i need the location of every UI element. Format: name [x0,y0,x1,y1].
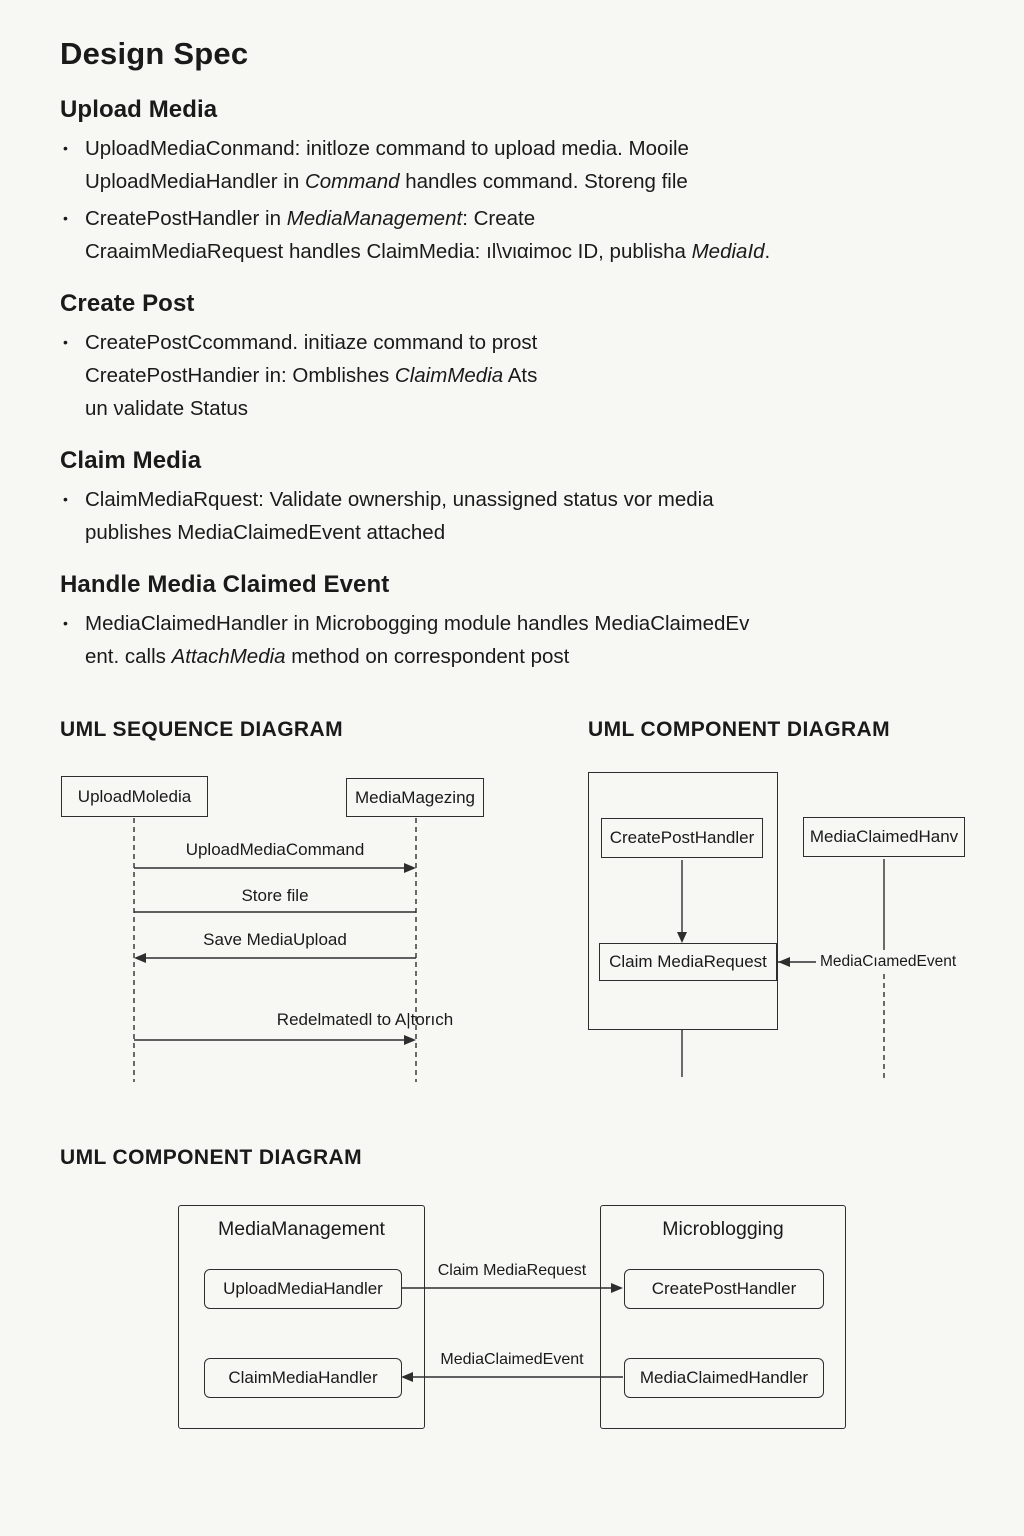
spec-line: publishes MediaClaimedEvent attached [85,516,990,549]
text-segment: method on correspondent post [285,645,570,668]
text-segment: CraaimMediaRequest handles ClaimMedia: ı… [85,240,692,263]
spec-line: CreatePostCcommand. initiaze command to … [85,326,990,359]
actor-box-uploadmedia: UploadMoledia [61,776,208,817]
text-segment: CreatePostCcommand. initiaze command to … [85,331,538,354]
component-outer-box [588,772,778,1030]
component-diagram-bottom-heading: UML COMPONENT DIAGRAM [60,1146,362,1169]
component-diagram-top-heading: UML COMPONENT DIAGRAM [588,718,890,741]
text-segment: Ats [503,364,538,387]
text-segment: ent. calls [85,645,172,668]
text-segment: publishes MediaClaimedEvent attached [85,521,446,544]
section-heading-handle-media-claimed-event: Handle Media Claimed Event [60,571,390,598]
bullet-text: MediaClaimedHandler in Microbogging modu… [85,607,990,673]
actor-label: UploadMoledia [77,786,192,806]
text-segment: CreatePostHandier in: Omblishes [85,364,395,387]
uml-sequence-diagram: UML SEQUENCE DIAGRAM UploadMoledia Media… [60,712,530,1152]
event-label-mediaclaimedevent: MediaCıamedEvent [820,953,957,970]
bullet-item: • UploadMediaConmand: initloze command t… [60,132,990,198]
sequence-diagram-heading: UML SEQUENCE DIAGRAM [60,718,343,741]
bullet-dot: • [63,334,68,350]
bullet-text: UploadMediaConmand: initloze command to … [85,132,990,198]
component-label: MediaClaimedHandler [639,1368,809,1387]
component-uploadmediahandler-box: UploadMediaHandler [204,1269,402,1309]
component-label: ClaimMediaHandler [228,1368,378,1387]
component-label: CreatePostHandler [609,828,755,847]
section-heading-claim-media: Claim Media [60,447,202,474]
component-top-lines-layer [677,859,885,1082]
message-label-store-file: Store file [241,886,309,905]
spec-line: ent. calls AttachMedia method on corresp… [85,640,990,673]
sequence-lines-layer [133,818,417,1082]
bullet-dot: • [63,615,68,631]
text-segment: MediaClaimedHandler in Microbogging modu… [85,612,750,635]
spec-line: CreatePostHandler in MediaManagement: Cr… [85,202,990,235]
text-segment: UploadMediaConmand: initloze command to … [85,137,689,160]
bullet-dot: • [63,491,68,507]
module-title: Microblogging [662,1218,784,1240]
bullet-item: • CreatePostCcommand. initiaze command t… [60,326,990,425]
text-segment: ClaimMediaRquest: Validate ownership, un… [85,488,714,511]
component-label: UploadMediaHandler [223,1279,383,1298]
component-claimmediarequest-box: Claim MediaRequest [599,943,777,981]
spec-line: CraaimMediaRequest handles ClaimMedia: ı… [85,235,990,268]
spec-line: CreatePostHandier in: Omblishes ClaimMed… [85,359,990,392]
section-heading-create-post: Create Post [60,290,195,317]
bullet-dot: • [63,140,68,156]
design-spec-document: Design Spec Upload Media • UploadMediaCo… [60,36,990,677]
component-label: Claim MediaRequest [609,952,767,971]
uml-component-diagram-bottom: UML COMPONENT DIAGRAM MediaManagement Up… [60,1130,1004,1490]
text-segment: CreatePostHandler in [85,207,287,230]
component-bottom-lines-layer [401,1283,623,1382]
bullet-dot: • [63,210,68,226]
spec-line: MediaClaimedHandler in Microbogging modu… [85,607,990,640]
uml-component-diagram-top: UML COMPONENT DIAGRAM CreatePostHandler … [588,712,1000,1152]
component-label: CreatePostHandler [651,1279,797,1298]
text-segment-italic: AttachMedia [171,645,286,668]
spec-line: UploadMediaConmand: initloze command to … [85,132,990,165]
text-segment: : Create [462,207,536,230]
bullet-text: ClaimMediaRquest: Validate ownership, un… [85,483,990,549]
actor-box-mediamanagement: MediaMagezing [346,778,484,817]
text-segment-italic: MediaManagement [286,207,463,230]
module-title: MediaManagement [218,1218,385,1240]
bullet-text: CreatePostCcommand. initiaze command to … [85,326,990,425]
actor-label: MediaMagezing [354,787,475,807]
bullet-item: • ClaimMediaRquest: Validate ownership, … [60,483,990,549]
page-title: Design Spec [60,36,249,71]
spec-line: UploadMediaHandler in Command handles co… [85,165,990,198]
message-label-redelmated: Redelmatedl to A|torıch [276,1010,454,1029]
component-label: MediaClaimedHanv [809,827,959,846]
bullet-item: • MediaClaimedHandler in Microbogging mo… [60,607,990,673]
component-mediaclaimedhandler-box: MediaClaimedHanv [803,817,965,857]
module-mediamanagement: MediaManagement UploadMediaHandler Claim… [178,1205,425,1429]
component-claimmediahandler-box: ClaimMediaHandler [204,1358,402,1398]
text-segment-italic: MediaId [691,240,765,263]
module-microblogging: Microblogging CreatePostHandler MediaCla… [600,1205,846,1429]
message-label-uploadmediacommand: UploadMediaCommand [185,840,365,859]
component-mediaclaimedhandler-box-bottom: MediaClaimedHandler [624,1358,824,1398]
arrow-label-claimmediarequest: Claim MediaRequest [437,1262,587,1279]
text-segment: UploadMediaHandler in [85,170,305,193]
text-segment: handles command. Storeng file [399,170,688,193]
component-createposthandler-box: CreatePostHandler [601,818,763,858]
bullet-item: • CreatePostHandler in MediaManagement: … [60,202,990,268]
text-segment: un νalidate Status [85,397,248,420]
text-segment-italic: Command [304,170,400,193]
text-segment-italic: ClaimMedia [394,364,504,387]
message-label-save-mediaupload: Save MediaUpload [203,930,347,949]
component-createposthandler-box-bottom: CreatePostHandler [624,1269,824,1309]
section-heading-upload-media: Upload Media [60,96,218,123]
bullet-text: CreatePostHandler in MediaManagement: Cr… [85,202,990,268]
spec-line: un νalidate Status [85,392,990,425]
arrow-label-mediaclaimedevent: MediaClaimedEvent [440,1351,584,1368]
text-segment: . [764,240,771,263]
spec-line: ClaimMediaRquest: Validate ownership, un… [85,483,990,516]
